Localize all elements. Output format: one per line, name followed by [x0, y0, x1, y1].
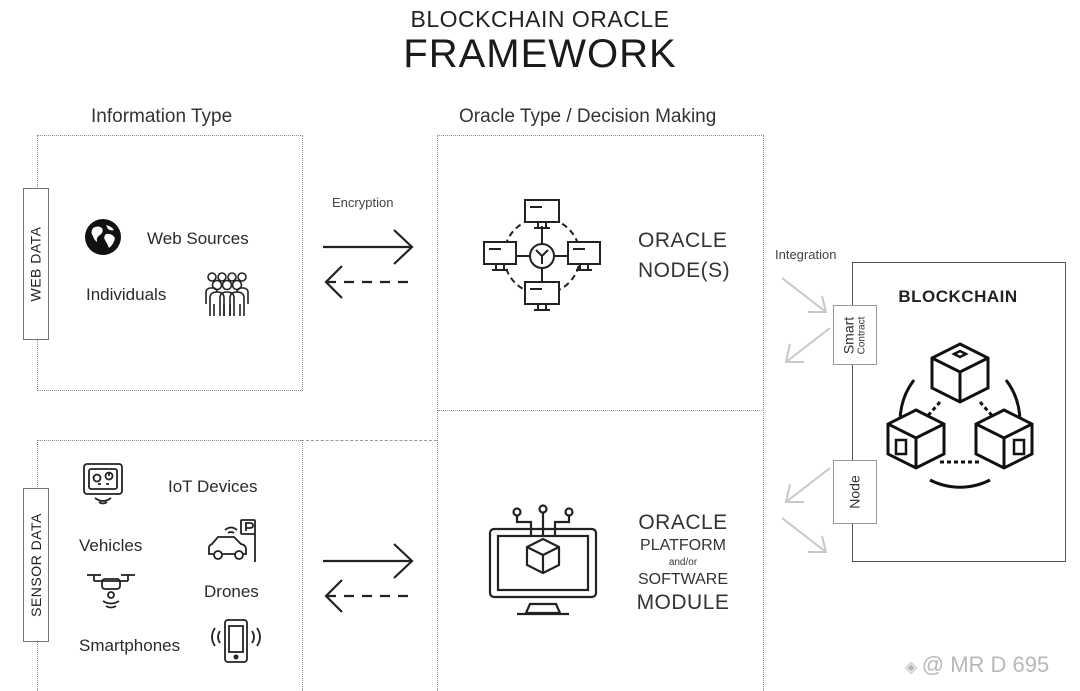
- oracle-box: [437, 135, 764, 691]
- blockchain-title: BLOCKCHAIN: [898, 287, 1018, 306]
- oracle-node-network-icon: [483, 199, 601, 311]
- car-icon: [208, 519, 256, 562]
- oracle-platform-line-1: ORACLE: [638, 511, 728, 534]
- oracle-platform-line-2: PLATFORM: [640, 537, 726, 554]
- blockchain-cubes-icon: [886, 342, 1034, 489]
- people-icon: [205, 272, 249, 316]
- node-label: Node: [847, 475, 863, 509]
- oracle-platform-label: ORACLE PLATFORM and/or SOFTWARE MODULE: [628, 510, 738, 616]
- globe-icon: [85, 219, 121, 255]
- sensor-data-tab: SENSOR DATA: [23, 488, 49, 642]
- drones-label: Drones: [204, 582, 259, 601]
- web-sources-label: Web Sources: [147, 229, 249, 248]
- web-data-tab: WEB DATA: [23, 188, 49, 340]
- oracle-platform-line-5: MODULE: [636, 591, 730, 614]
- iot-devices-label: IoT Devices: [168, 477, 258, 496]
- oracle-platform-monitor-icon: [488, 504, 598, 616]
- watermark: ◈ @ MR D 695: [905, 652, 1049, 678]
- encryption-arrows-sensor: [323, 543, 414, 613]
- smart-contract-line-2: Contract: [856, 316, 868, 354]
- oracle-platform-line-4: SOFTWARE: [637, 571, 729, 588]
- information-type-header: Information Type: [91, 106, 233, 127]
- vehicles-label: Vehicles: [79, 536, 143, 555]
- encryption-label: Encryption: [332, 195, 394, 210]
- integration-arrows-upper: [781, 277, 831, 363]
- watermark-text: @ MR D 695: [921, 652, 1050, 677]
- watermark-logo-icon: ◈: [905, 659, 922, 676]
- web-data-tab-label: WEB DATA: [28, 226, 45, 302]
- connector-line: [301, 440, 437, 441]
- iot-device-icon: [83, 463, 123, 505]
- smart-contract-tab: Smart Contract: [833, 305, 877, 365]
- encryption-arrows-web: [323, 229, 414, 299]
- smartphones-label: Smartphones: [79, 636, 181, 655]
- oracle-type-header: Oracle Type / Decision Making: [459, 106, 717, 127]
- oracle-node-label: ORACLE NODE(S): [638, 226, 730, 286]
- title-line-2: FRAMEWORK: [403, 32, 677, 76]
- blockchain-box: [852, 262, 1066, 562]
- smart-contract-line-1: Smart: [840, 316, 857, 354]
- integration-label: Integration: [775, 247, 837, 262]
- oracle-divider: [438, 410, 762, 411]
- drone-icon: [87, 574, 135, 609]
- integration-arrows-lower: [781, 467, 831, 553]
- individuals-label: Individuals: [86, 285, 167, 304]
- smartphone-icon: [211, 619, 261, 663]
- oracle-node-line-2: NODE(S): [638, 259, 731, 282]
- oracle-node-line-1: ORACLE: [638, 229, 728, 252]
- web-data-box: [37, 135, 303, 391]
- sensor-data-tab-label: SENSOR DATA: [28, 513, 44, 617]
- oracle-platform-line-3: and/or: [668, 557, 698, 568]
- title-line-1: BLOCKCHAIN ORACLE: [410, 6, 670, 32]
- node-tab: Node: [833, 460, 877, 524]
